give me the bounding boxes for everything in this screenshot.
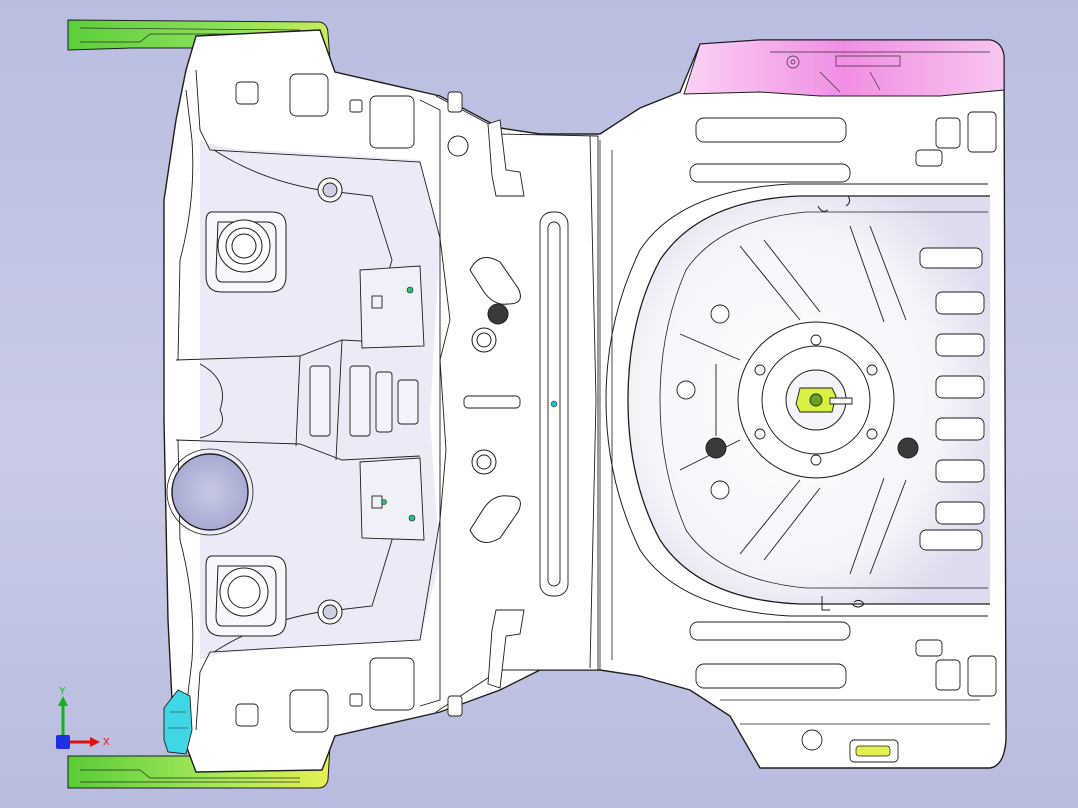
axis-triad: Y X: [56, 686, 110, 749]
cyan-bracket: [163, 689, 193, 755]
z-axis-indicator: [56, 735, 70, 749]
x-axis-arrowhead: [90, 737, 100, 747]
y-axis-label: Y: [59, 686, 66, 697]
access-hole: [171, 453, 249, 531]
drain-plug-well-right: [897, 437, 919, 459]
drain-plug-center: [487, 303, 509, 325]
drain-cup-right: [219, 567, 269, 617]
tunnel-ribs: [309, 365, 419, 437]
well-ribs: [679, 225, 907, 575]
x-axis-label: X: [103, 737, 110, 748]
spare-wheel-clamp: [795, 387, 853, 413]
drain-plug-well-left: [705, 437, 727, 459]
rear-panel[interactable]: [683, 39, 1005, 97]
y-axis-arrowhead: [58, 696, 68, 706]
rear-side-ribs: [919, 247, 985, 551]
